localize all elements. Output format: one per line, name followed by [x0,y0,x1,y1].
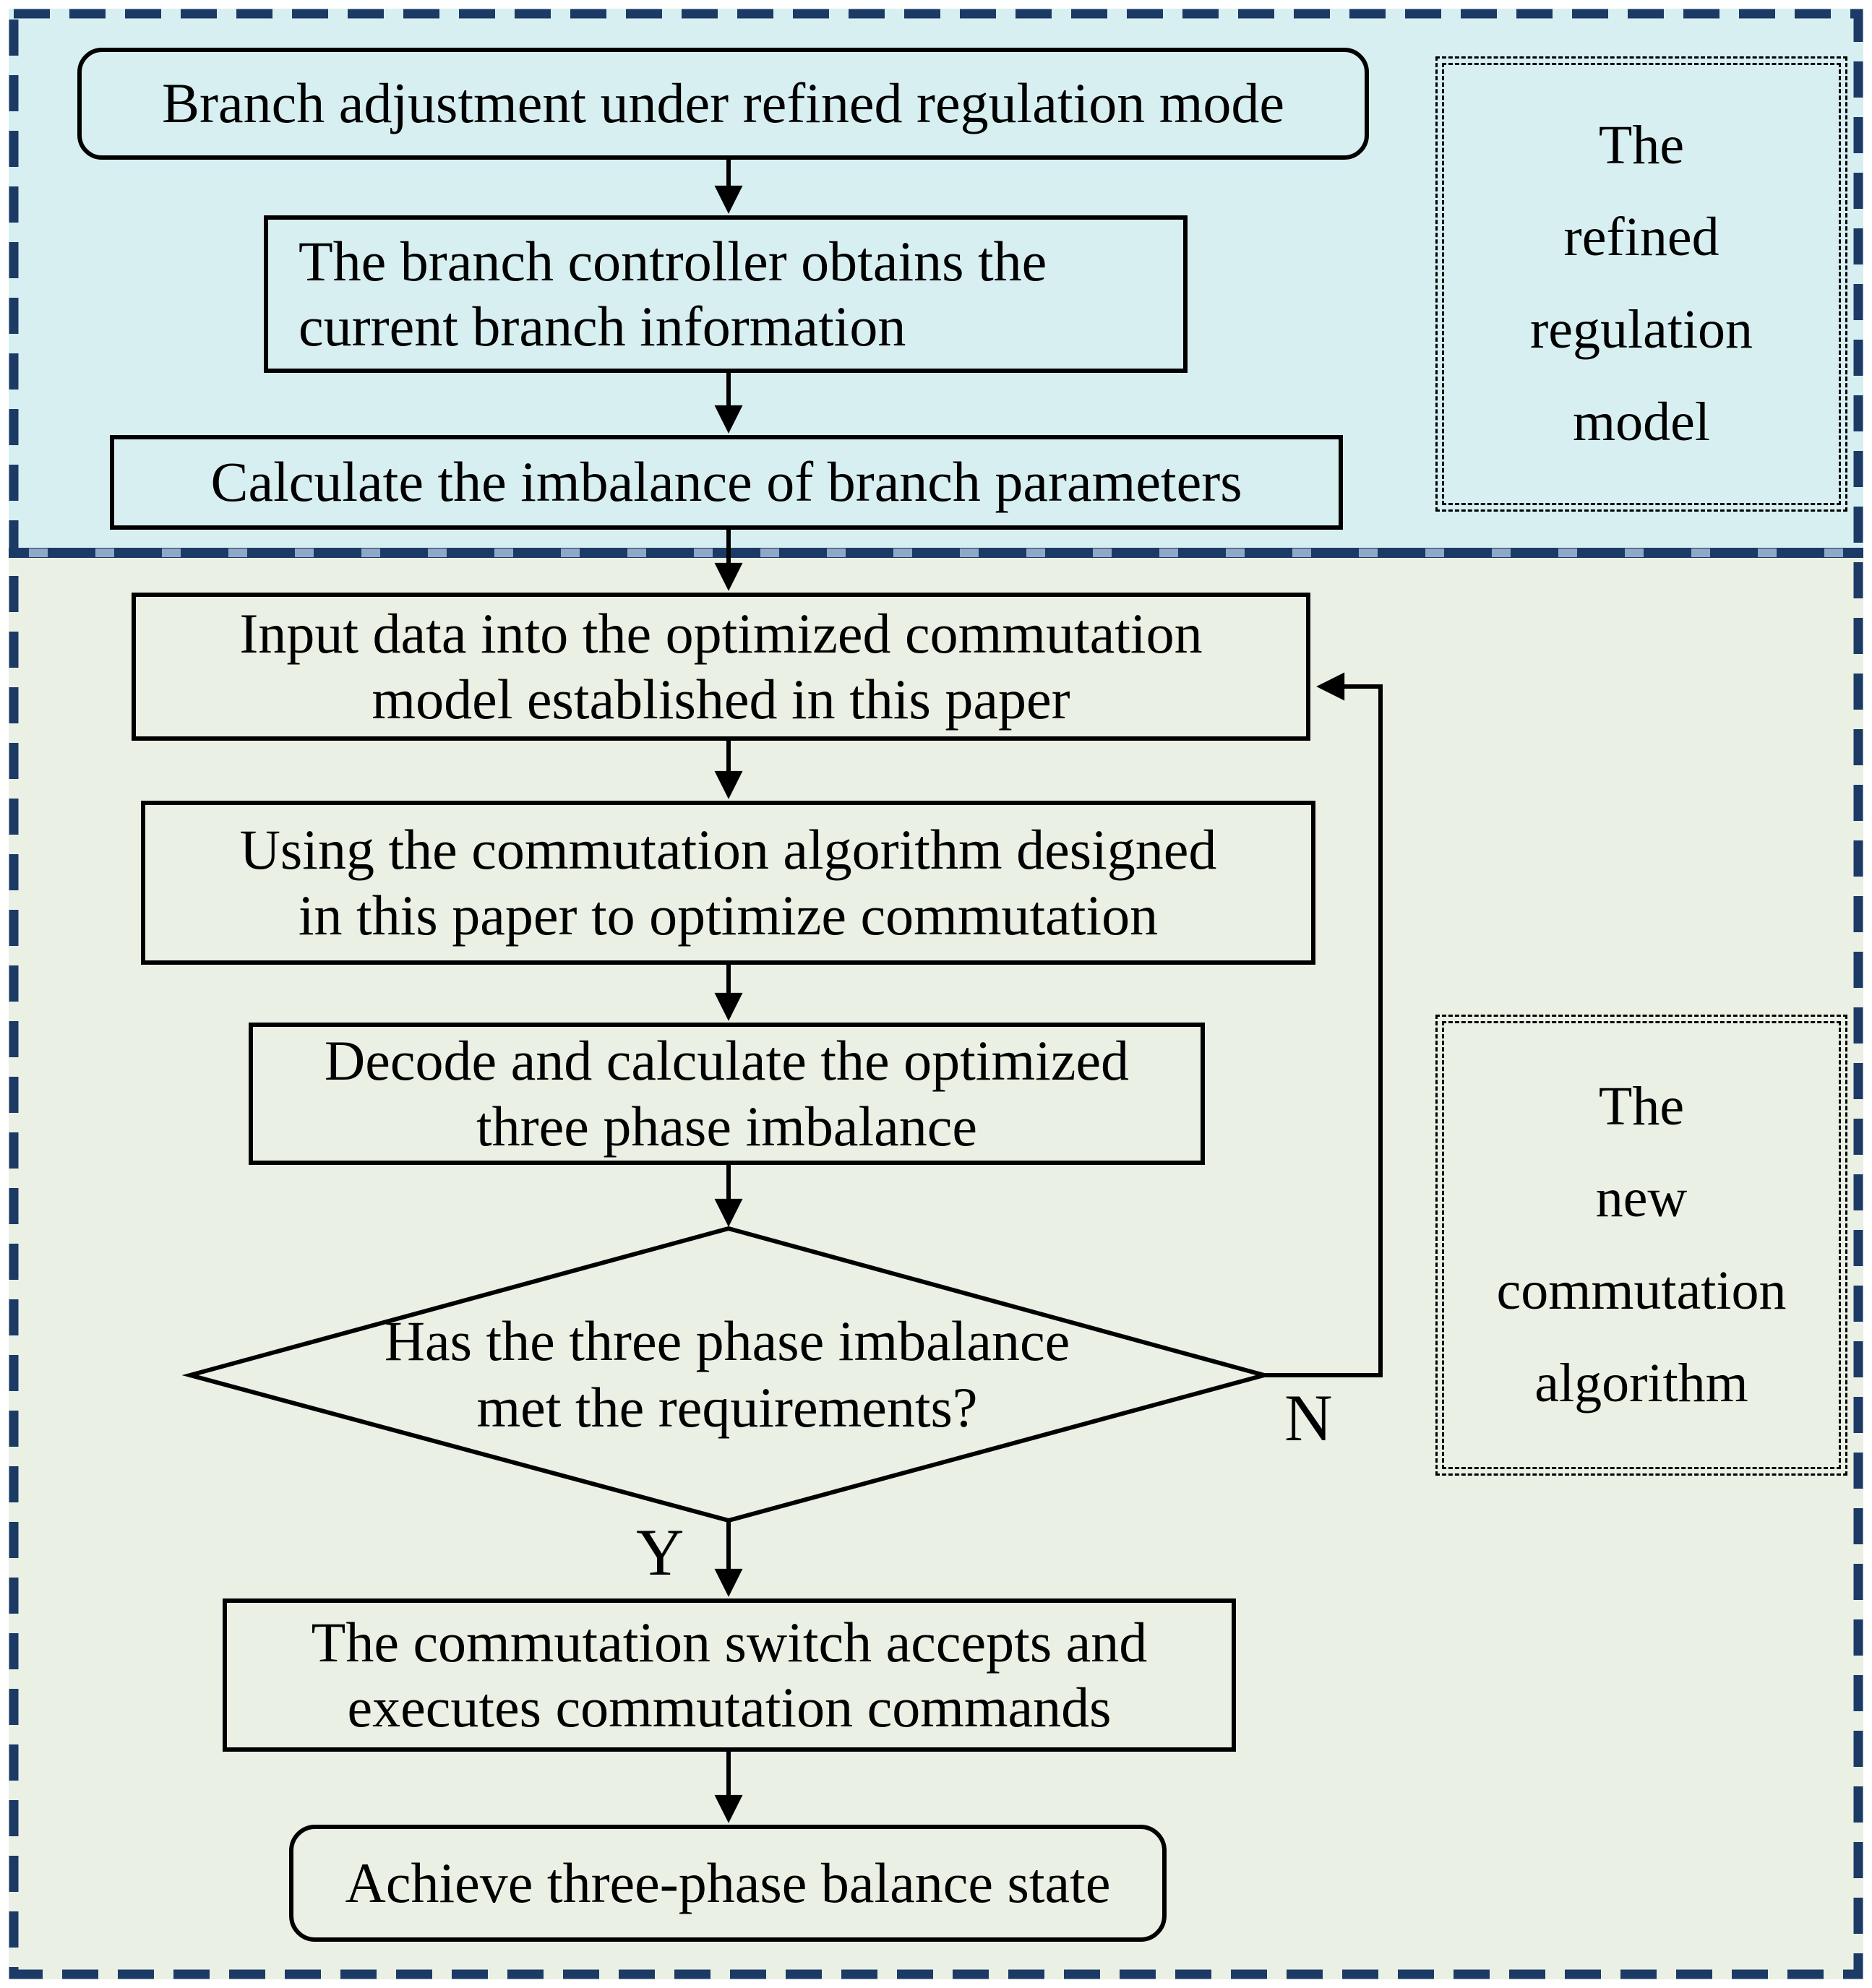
node-obtain-line2: current branch information [299,295,906,358]
node-achieve-text: Achieve three-phase balance state [345,1851,1111,1914]
node-algorithm-line1: Using the commutation algorithm designed [239,818,1217,882]
node-obtain-line1: The branch controller obtains the [299,229,1047,293]
decision-line1: Has the three phase imbalance [384,1309,1070,1372]
node-input-data: Input data into the optimized commutatio… [132,593,1310,741]
label-new-commutation-algorithm: The new commutation algorithm [1435,1015,1847,1476]
node-start-text: Branch adjustment under refined regulati… [162,72,1284,135]
label-bottom-line2: new [1595,1168,1688,1229]
label-top-line2: refined [1563,207,1719,268]
node-input-line1: Input data into the optimized commutatio… [239,602,1203,666]
label-top-line1: The [1598,114,1685,176]
node-input-line2: model established in this paper [372,667,1070,731]
label-top-line4: model [1573,391,1710,452]
node-decode-line1: Decode and calculate the optimized [324,1029,1130,1093]
node-commutation-algorithm: Using the commutation algorithm designed… [141,801,1315,965]
node-execute-line1: The commutation switch accepts and [311,1610,1148,1674]
node-algorithm-line2: in this paper to optimize commutation [298,883,1159,947]
feedback-loop-line [1264,672,1383,1377]
label-yes: Y [636,1515,684,1589]
node-start: Branch adjustment under refined regulati… [77,48,1369,160]
decision-text: Has the three phase imbalance met the re… [190,1228,1264,1520]
node-calculate-text: Calculate the imbalance of branch parame… [210,450,1242,514]
decision-line2: met the requirements? [476,1376,978,1439]
outer-dashed-border [9,9,1863,1979]
node-execute-line2: executes commutation commands [347,1676,1112,1739]
label-top-line3: regulation [1529,299,1753,360]
label-bottom-line4: algorithm [1534,1352,1748,1413]
node-calculate-imbalance: Calculate the imbalance of branch parame… [110,435,1343,530]
label-bottom-line3: commutation [1496,1260,1787,1321]
label-no: N [1284,1381,1333,1455]
node-obtain-info: The branch controller obtains the curren… [264,215,1188,373]
label-bottom-line1: The [1598,1075,1685,1137]
node-achieve-balance: Achieve three-phase balance state [289,1825,1167,1942]
label-refined-regulation-model: The refined regulation model [1435,56,1847,512]
node-decode-line2: three phase imbalance [476,1094,977,1158]
node-decode-calculate: Decode and calculate the optimized three… [249,1023,1205,1165]
node-execute-commands: The commutation switch accepts and execu… [223,1598,1236,1752]
